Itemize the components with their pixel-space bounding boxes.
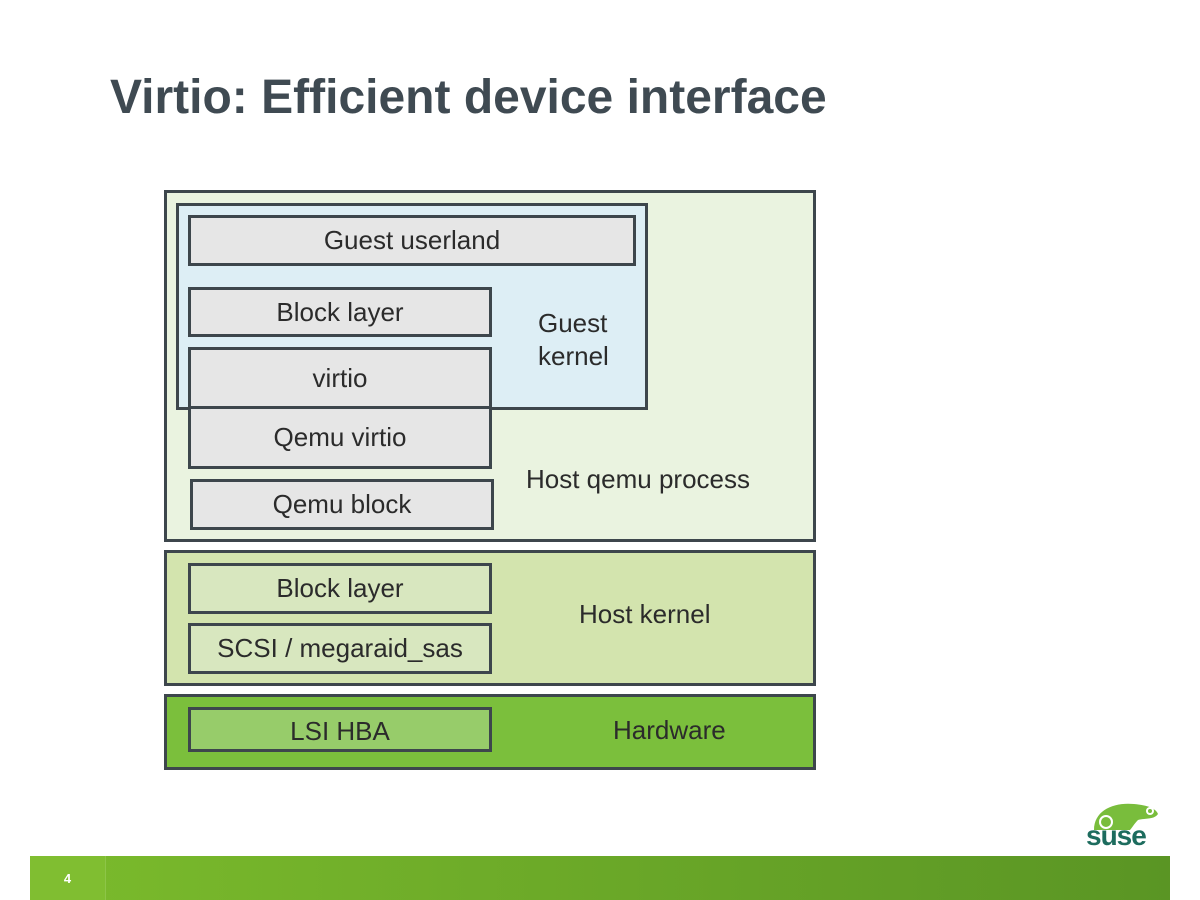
qemu-block-box: Qemu block xyxy=(190,479,494,530)
qemu-virtio-box: Qemu virtio xyxy=(188,406,492,469)
virtio-box: virtio xyxy=(188,347,492,409)
footer-bar xyxy=(30,856,1170,900)
hardware-label: Hardware xyxy=(613,715,726,745)
guest-kernel-label-line2: kernel xyxy=(538,341,609,371)
slide-title: Virtio: Efficient device interface xyxy=(110,71,827,124)
chameleon-icon xyxy=(1094,803,1158,830)
guest-block-layer-box: Block layer xyxy=(188,287,492,337)
host-qemu-process-label: Host qemu process xyxy=(526,464,750,494)
host-kernel-label: Host kernel xyxy=(579,599,711,629)
page-number: 4 xyxy=(30,856,106,900)
guest-kernel-label-line1: Guest xyxy=(538,308,608,338)
host-block-layer-box: Block layer xyxy=(188,563,492,614)
lsi-hba-box: LSI HBA xyxy=(188,707,492,752)
suse-logo: suse xyxy=(1084,800,1164,851)
scsi-box: SCSI / megaraid_sas xyxy=(188,623,492,674)
suse-logo-text: suse xyxy=(1086,820,1147,851)
guest-userland-box: Guest userland xyxy=(188,215,636,266)
